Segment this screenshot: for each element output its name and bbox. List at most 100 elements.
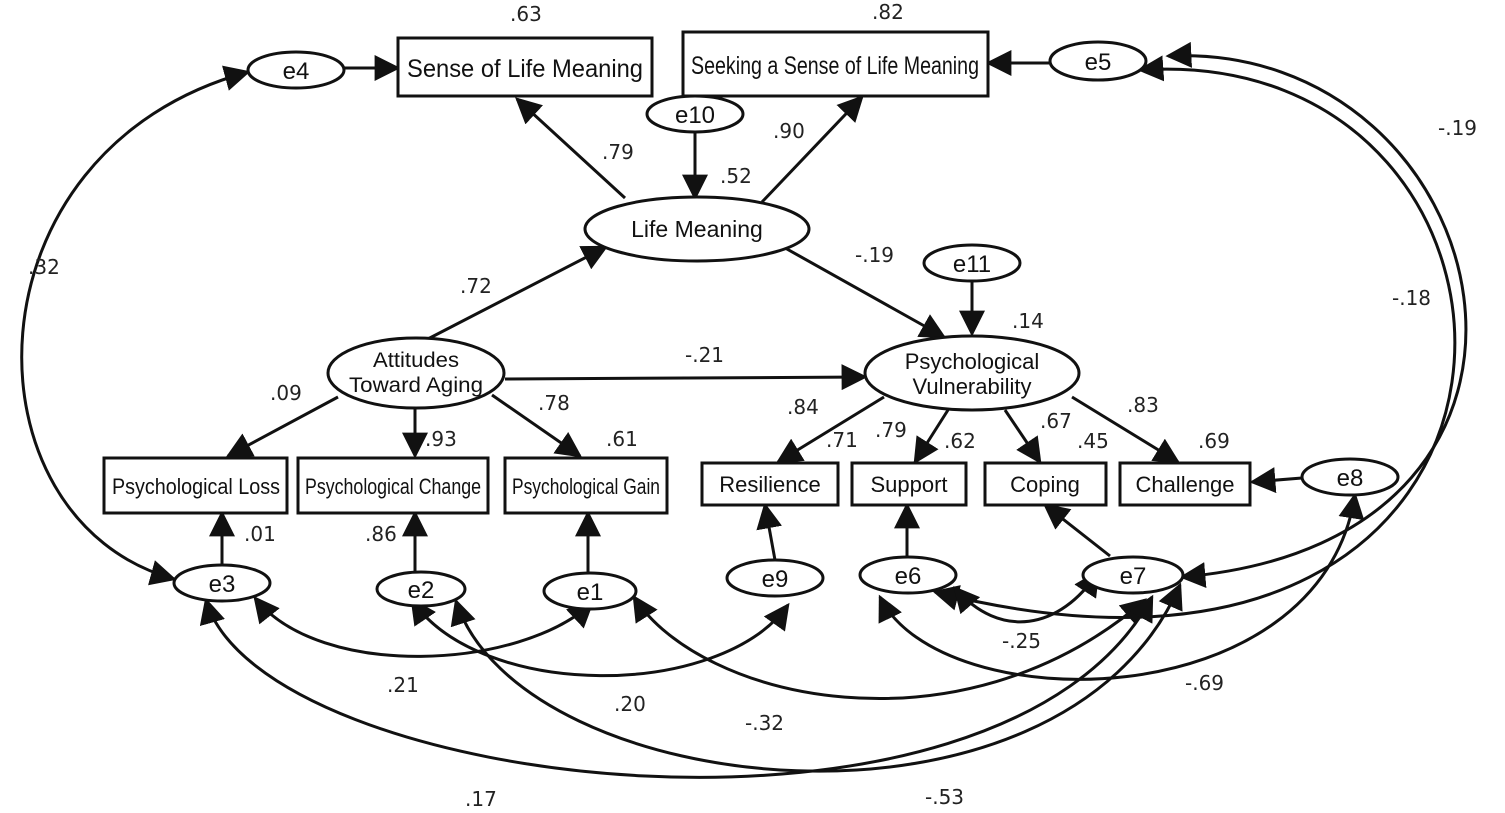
error-e5: e5 xyxy=(1048,40,1148,82)
path-coef-ata-pv: -.21 xyxy=(685,343,724,367)
node-label: Sense of Life Meaning xyxy=(407,55,643,83)
path-coef-pv-challenge: .83 xyxy=(1127,393,1159,417)
error-e7: e7 xyxy=(1081,555,1185,595)
path-pv-to-challenge xyxy=(1071,395,1181,464)
cov-e6-e8 xyxy=(878,492,1365,681)
node-label: Psychological Gain xyxy=(512,474,660,499)
path-lm-to-pv xyxy=(777,242,947,339)
path-coef-ata-change: .93 xyxy=(425,427,457,451)
cov-coef-e2-e9: .20 xyxy=(614,692,646,716)
svg-text:e10: e10 xyxy=(675,102,715,129)
r2-support: .62 xyxy=(944,429,976,453)
path-e9-to-resilience xyxy=(756,502,782,561)
node-seeking-sense-of-life-meaning: Seeking a Sense of Life Meaning xyxy=(681,30,990,98)
r2-psychological-change: .86 xyxy=(365,522,397,546)
r2-psychological-loss: .01 xyxy=(244,522,276,546)
path-pv-to-resilience xyxy=(775,395,885,464)
path-pv-to-coping xyxy=(1003,409,1042,465)
cov-e1-e7 xyxy=(632,594,1147,700)
error-e3: e3 xyxy=(172,563,272,603)
path-coef-lm-pv: -.19 xyxy=(855,243,894,267)
node-label-line2: Vulnerability xyxy=(912,374,1031,399)
path-ata-to-gain xyxy=(491,393,583,458)
node-coping: Coping xyxy=(983,461,1108,507)
path-ata-to-loss xyxy=(225,395,339,458)
path-coef-ata-gain: .78 xyxy=(538,391,570,415)
cov-e4-e3 xyxy=(20,65,251,586)
node-label-line1: Psychological xyxy=(905,349,1040,374)
path-coef-pv-support: .79 xyxy=(875,418,907,442)
cov-coef-e6-e7: -.25 xyxy=(1002,629,1041,653)
path-ata-to-pv xyxy=(504,364,868,391)
svg-text:e2: e2 xyxy=(408,577,435,604)
path-coef-ata-lm: .72 xyxy=(460,274,492,298)
node-challenge: Challenge xyxy=(1118,461,1252,507)
path-coef-pv-resilience: .84 xyxy=(787,395,819,419)
svg-text:e3: e3 xyxy=(209,571,236,598)
path-coef-lm-seeking: .90 xyxy=(773,119,805,143)
r2-resilience: .71 xyxy=(826,428,858,452)
svg-text:e8: e8 xyxy=(1337,465,1364,492)
node-label: Resilience xyxy=(719,472,821,497)
node-psychological-gain: Psychological Gain xyxy=(503,456,669,515)
cov-coef-e5-e6: -.18 xyxy=(1392,286,1431,310)
svg-text:e11: e11 xyxy=(953,251,991,278)
cov-coef-e5-e7: -.19 xyxy=(1438,116,1477,140)
node-label: Seeking a Sense of Life Meaning xyxy=(691,52,979,80)
path-pv-to-support xyxy=(913,409,950,465)
r2-life-meaning: .52 xyxy=(720,164,752,188)
svg-text:e1: e1 xyxy=(577,579,604,606)
path-e7-to-coping xyxy=(1042,503,1111,558)
svg-text:e9: e9 xyxy=(762,566,789,593)
error-e9: e9 xyxy=(725,558,825,598)
path-e8-to-challenge xyxy=(1249,467,1303,494)
r2-coping: .45 xyxy=(1077,429,1109,453)
path-lm-to-seeking xyxy=(760,95,864,204)
error-e10: e10 xyxy=(645,94,745,134)
error-e1: e1 xyxy=(542,571,638,611)
path-ata-to-lm xyxy=(421,245,609,344)
cov-coef-e3-e7: .17 xyxy=(465,787,497,811)
error-e8: e8 xyxy=(1300,457,1400,497)
cov-coef-e3-e1: .21 xyxy=(387,673,419,697)
node-psychological-loss: Psychological Loss xyxy=(102,456,289,515)
node-label: Life Meaning xyxy=(631,216,763,242)
node-support: Support xyxy=(850,461,968,507)
node-psychological-vulnerability: Psychological Vulnerability xyxy=(863,334,1081,412)
path-coef-lm-sense: .79 xyxy=(602,140,634,164)
svg-text:e6: e6 xyxy=(895,563,922,590)
svg-text:e4: e4 xyxy=(283,58,310,85)
svg-text:e7: e7 xyxy=(1120,563,1147,590)
node-life-meaning: Life Meaning xyxy=(583,195,811,263)
node-label-line1: Attitudes xyxy=(373,349,459,372)
r2-psychological-vulnerability: .14 xyxy=(1012,309,1044,333)
r2-sense-of-life-meaning: .63 xyxy=(510,2,542,26)
node-sense-of-life-meaning: Sense of Life Meaning xyxy=(396,36,654,98)
node-label: Challenge xyxy=(1135,472,1234,497)
error-e4: e4 xyxy=(246,50,346,90)
cov-e2-e9 xyxy=(410,597,790,678)
svg-text:e5: e5 xyxy=(1085,49,1112,76)
path-lm-to-sense xyxy=(515,97,627,200)
cov-coef-e6-e8: -.69 xyxy=(1185,671,1224,695)
cov-e3-e7 xyxy=(199,594,1154,779)
path-coef-ata-loss: .09 xyxy=(270,381,302,405)
r2-challenge: .69 xyxy=(1198,429,1230,453)
cov-coef-e2-e7: -.53 xyxy=(925,785,964,809)
r2-seeking-sense-of-life-meaning: .82 xyxy=(872,0,904,24)
error-e2: e2 xyxy=(375,570,467,608)
path-coef-pv-coping: .67 xyxy=(1040,409,1072,433)
node-attitudes-toward-aging: Attitudes Toward Aging xyxy=(326,336,506,410)
node-label: Coping xyxy=(1010,472,1080,497)
cov-coef-e4-e3: .32 xyxy=(28,255,60,279)
node-psychological-change: Psychological Change xyxy=(296,456,490,515)
node-label: Psychological Change xyxy=(305,474,481,499)
r2-psychological-gain: .61 xyxy=(606,427,638,451)
node-label-line2: Toward Aging xyxy=(349,374,483,397)
cov-e2-e7 xyxy=(450,582,1183,773)
cov-coef-e1-e7: -.32 xyxy=(745,711,784,735)
node-label: Psychological Loss xyxy=(112,474,280,499)
error-e6: e6 xyxy=(858,555,958,595)
node-label: Support xyxy=(870,472,947,497)
